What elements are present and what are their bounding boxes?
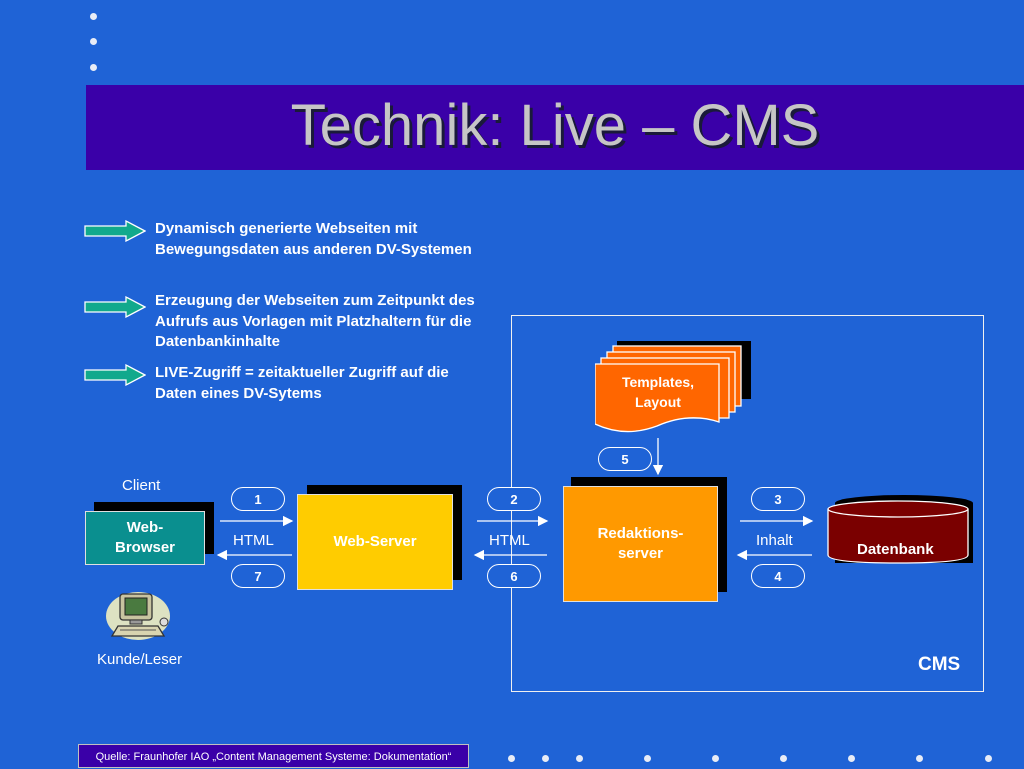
- link-label-html: HTML: [233, 532, 274, 549]
- web-server-box: Web-Server: [297, 494, 453, 590]
- database-label: Datenbank: [857, 541, 934, 558]
- templates-line1: Templates,: [621, 374, 695, 390]
- bullet-text: LIVE-Zugriff = zeitaktueller Zugriff auf…: [155, 364, 449, 402]
- redaktion-line1: Redaktions-: [597, 525, 684, 542]
- step-badge: 4: [751, 564, 805, 588]
- decor-dot: [90, 38, 97, 45]
- arrow-right-icon: [84, 296, 146, 318]
- web-browser-box: Web- Browser: [85, 511, 205, 565]
- bullet-text: Erzeugung der Webseiten zum Zeitpunkt de…: [155, 292, 475, 350]
- templates-label: Templates, Layout: [597, 370, 719, 414]
- computer-icon: [106, 592, 170, 640]
- step-badge: 1: [231, 487, 285, 511]
- decor-dot: [90, 13, 97, 20]
- step-badge: 6: [487, 564, 541, 588]
- decor-dot: [90, 64, 97, 71]
- decor-dot: [644, 755, 651, 762]
- decor-dot: [780, 755, 787, 762]
- step-badge: 7: [231, 564, 285, 588]
- arrow-right-icon: [84, 364, 146, 386]
- customer-label: Kunde/Leser: [97, 651, 183, 668]
- step-badge: 5: [598, 447, 652, 471]
- client-label: Client: [122, 477, 161, 494]
- decor-dot: [542, 755, 549, 762]
- redaktion-server-box: Redaktions- server: [563, 486, 718, 602]
- decor-dot: [576, 755, 583, 762]
- decor-dot: [916, 755, 923, 762]
- browser-line1: Web-: [126, 519, 164, 536]
- templates-stack-icon: [595, 341, 751, 433]
- database-icon: [827, 495, 973, 564]
- templates-line2: Layout: [635, 394, 681, 410]
- browser-line2: Browser: [114, 539, 176, 556]
- link-label-inhalt: Inhalt: [756, 532, 793, 549]
- decor-dot: [712, 755, 719, 762]
- web-server-label: Web-Server: [333, 533, 417, 550]
- source-note: Quelle: Fraunhofer IAO „Content Manageme…: [78, 744, 469, 768]
- step-badge: 2: [487, 487, 541, 511]
- title-band: [86, 85, 1024, 170]
- cms-label: CMS: [918, 654, 961, 675]
- link-label-html: HTML: [489, 532, 530, 549]
- arrow-right-icon: [84, 220, 146, 242]
- step-badge: 3: [751, 487, 805, 511]
- decor-dot: [508, 755, 515, 762]
- redaktion-line2: server: [617, 545, 664, 562]
- page-title: Technik: Live – CMS: [290, 93, 820, 158]
- decor-dot: [985, 755, 992, 762]
- decor-dot: [848, 755, 855, 762]
- bullet-text: Dynamisch generierte Webseiten mit Beweg…: [155, 220, 472, 258]
